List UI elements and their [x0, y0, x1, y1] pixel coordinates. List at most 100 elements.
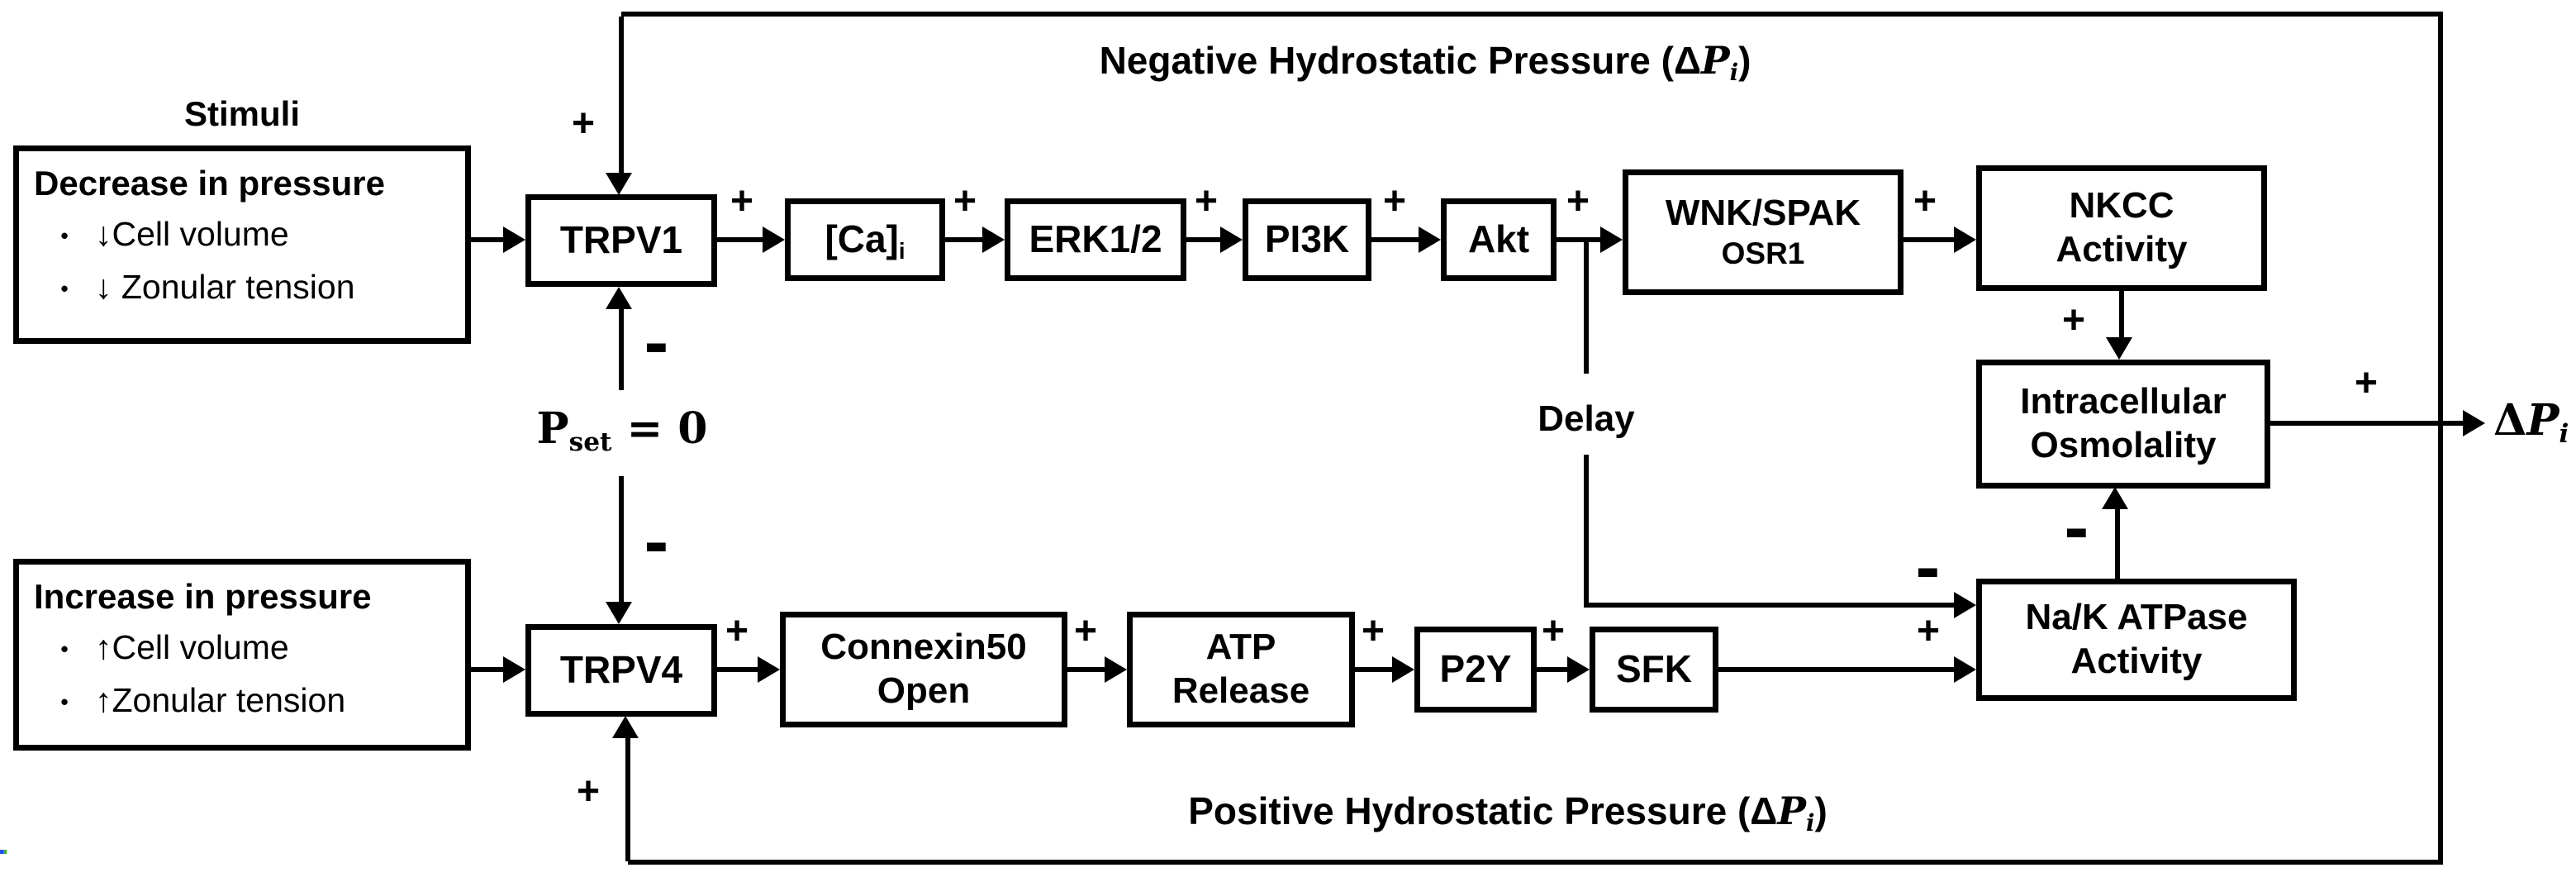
node-ca-i-label: [Ca]i: [825, 217, 905, 265]
increase-in-pressure-box: Increase in pressure •↑Cell volume •↑Zon…: [13, 559, 471, 751]
edge-delay-nakatpase-line: [1584, 603, 1956, 608]
edge-erk-pi3k-sign: +: [1195, 179, 1219, 223]
node-akt: Akt: [1441, 198, 1557, 281]
edge-nakatpase-osmolality-line: [2115, 508, 2120, 579]
edge-trpv4-connexin-arrowhead: [758, 656, 780, 683]
dpi-subscript: i: [2559, 418, 2569, 449]
edge-nakatpase-osmolality-sign: -: [2064, 494, 2089, 565]
edge-p2y-sfk-arrowhead: [1567, 656, 1590, 683]
edge-delay-nakatpase-arrowhead: [1954, 592, 1976, 618]
edge-pi3k-akt-sign: +: [1383, 179, 1407, 223]
edge-connexin-atp-sign: +: [1074, 609, 1098, 653]
node-nakatpase-line2: Activity: [2070, 641, 2203, 681]
edge-trpv1-ca-line: [717, 237, 767, 242]
edge-nakatpase-osmolality-arrowhead: [2102, 487, 2128, 509]
edge-atp-p2y-line: [1355, 667, 1395, 672]
stray-pixel-artifact-green: [3, 850, 7, 854]
edge-loop-trpv4-sign: +: [577, 770, 601, 813]
edge-pset-trpv4-arrowhead: [606, 602, 632, 624]
node-erk12-label: ERK1/2: [1029, 217, 1162, 261]
node-nkcc-line1: NKCC: [2069, 185, 2174, 226]
edge-loop-trpv1-line: [619, 17, 624, 175]
edge-delay-lower-line: [1584, 455, 1589, 605]
stimuli-title: Stimuli: [183, 94, 300, 133]
edge-decrease-trpv1-line: [471, 237, 507, 242]
node-ca-i: [Ca]i: [785, 198, 945, 281]
positive-hydrostatic-pressure-banner: Positive Hydrostatic Pressure (ΔPi): [1115, 789, 1900, 837]
edge-pset-trpv1-sign: -: [644, 309, 669, 380]
edge-akt-wnk-arrowhead: [1600, 226, 1623, 253]
edge-increase-trpv4-line: [471, 667, 507, 672]
delay-label: Delay: [1538, 398, 1635, 439]
edge-erk-pi3k-arrowhead: [1220, 226, 1243, 253]
edge-akt-wnk-sign: +: [1566, 179, 1590, 223]
increase-bullet-2-text: ↑Zonular tension: [95, 681, 346, 720]
edge-atp-p2y-arrowhead: [1392, 656, 1414, 683]
feedback-loop-right-line: [2438, 12, 2443, 865]
edge-ca-erk-line: [945, 237, 986, 242]
decrease-bullet-2: • ↓ Zonular tension: [34, 267, 355, 310]
edge-connexin-atp-line: [1067, 667, 1107, 672]
edge-akt-wnk-line: [1557, 237, 1604, 242]
stray-pixel-artifact-blue: [0, 850, 3, 854]
edge-decrease-trpv1-arrowhead: [503, 226, 525, 253]
edge-erk-pi3k-line: [1186, 237, 1224, 242]
node-pi3k-label: PI3K: [1264, 217, 1350, 261]
banner-top-p: P: [1701, 38, 1730, 83]
edge-trpv1-ca-arrowhead: [763, 226, 785, 253]
edge-sfk-nakatpase-sign: +: [1917, 609, 1941, 653]
delta-pi-output-label: ΔPi: [2493, 395, 2569, 449]
banner-bottom-sub: i: [1805, 808, 1815, 837]
pset-label: Pset = 0: [519, 403, 725, 457]
node-atp-line2: Release: [1172, 670, 1310, 711]
decrease-in-pressure-box: Decrease in pressure •↓Cell volume • ↓ Zo…: [13, 145, 471, 344]
increase-bullet-1: •↑Cell volume: [34, 627, 288, 670]
node-nakatpase-line1: Na/K ATPase: [2025, 597, 2248, 638]
edge-trpv4-connexin-line: [717, 667, 760, 672]
edge-wnk-nkcc-line: [1903, 237, 1958, 242]
node-pi3k: PI3K: [1243, 198, 1371, 281]
decrease-title: Decrease in pressure: [34, 164, 385, 203]
pset-equals: = 0: [626, 403, 708, 454]
bullet-icon: •: [60, 636, 69, 662]
edge-trpv4-connexin-sign: +: [725, 609, 749, 653]
decrease-bullet-1: •↓Cell volume: [34, 214, 288, 257]
pset-base: P: [536, 403, 569, 454]
ca-subscript: i: [898, 238, 905, 265]
ca-base: [Ca]: [825, 217, 899, 261]
node-wnk-line2: OSR1: [1721, 236, 1805, 271]
node-trpv1: TRPV1: [525, 194, 717, 287]
edge-osmolality-dpi-arrowhead: [2463, 410, 2485, 436]
edge-p2y-sfk-line: [1537, 667, 1570, 672]
node-sfk-label: SFK: [1616, 647, 1692, 691]
edge-pi3k-akt-arrowhead: [1419, 226, 1441, 253]
edge-nkcc-osmolality-line: [2119, 291, 2124, 341]
edge-ca-erk-arrowhead: [982, 226, 1005, 253]
edge-connexin-atp-arrowhead: [1105, 656, 1127, 683]
banner-top-text: Negative Hydrostatic Pressure (: [1099, 39, 1674, 82]
node-connexin-line1: Connexin50: [820, 627, 1027, 668]
edge-pset-trpv4-line: [619, 476, 624, 603]
edge-nkcc-osmolality-arrowhead: [2106, 337, 2132, 360]
edge-osmolality-dpi-line: [2270, 421, 2466, 426]
banner-bottom-close: ): [1814, 789, 1827, 832]
decrease-bullet-2-text: ↓ Zonular tension: [95, 268, 355, 307]
pset-subscript: set: [568, 427, 612, 457]
node-erk12: ERK1/2: [1005, 198, 1186, 281]
node-trpv1-label: TRPV1: [559, 218, 683, 262]
edge-pset-trpv1-line: [619, 308, 624, 390]
node-nkcc-line2: Activity: [2056, 229, 2188, 269]
node-p2y-label: P2Y: [1439, 647, 1512, 691]
edge-pi3k-akt-line: [1371, 237, 1423, 242]
edge-sfk-nakatpase-line: [1718, 667, 1955, 672]
bullet-icon: •: [60, 276, 69, 302]
edge-p2y-sfk-sign: +: [1542, 609, 1566, 653]
increase-bullet-2: •↑Zonular tension: [34, 680, 345, 723]
node-sfk: SFK: [1590, 627, 1718, 713]
banner-bottom-p: P: [1777, 789, 1806, 833]
edge-ca-erk-sign: +: [953, 179, 977, 223]
